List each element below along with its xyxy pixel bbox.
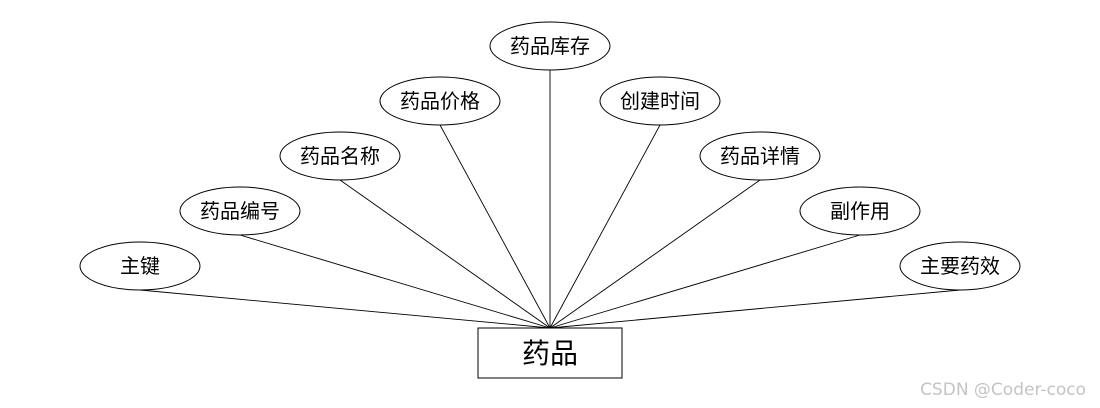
attribute-drug-name: 药品名称: [279, 131, 401, 181]
attribute-ellipse: [899, 241, 1021, 291]
attribute-label: 药品库存: [510, 34, 590, 58]
attribute-ellipse: [699, 131, 821, 181]
connector-line: [549, 179, 761, 329]
attribute-create-time: 创建时间: [599, 76, 721, 126]
attribute-label: 药品编号: [200, 199, 280, 223]
attribute-label: 主要药效: [920, 254, 1000, 278]
attribute-label: 主键: [120, 254, 160, 278]
attribute-drug-number: 药品编号: [179, 186, 301, 236]
connector-line: [339, 179, 551, 329]
entity-drug: 药品: [477, 327, 623, 379]
attribute-drug-stock: 药品库存: [489, 21, 611, 71]
attribute-label: 创建时间: [620, 89, 700, 113]
attribute-drug-price: 药品价格: [379, 76, 501, 126]
connector-line: [549, 234, 861, 329]
attribute-label: 药品详情: [720, 144, 800, 168]
attribute-label: 药品名称: [300, 144, 380, 168]
entity-box: [477, 327, 623, 379]
attribute-ellipse: [489, 21, 611, 71]
watermark: CSDN @Coder-coco: [920, 380, 1086, 400]
connector-line: [549, 289, 961, 329]
attribute-ellipse: [379, 76, 501, 126]
connector-line: [439, 124, 551, 329]
attribute-ellipse: [599, 76, 721, 126]
attribute-ellipse: [279, 131, 401, 181]
connector-line: [239, 234, 551, 329]
attribute-label: 药品价格: [400, 89, 480, 113]
attribute-label: 副作用: [830, 199, 890, 223]
attribute-drug-details: 药品详情: [699, 131, 821, 181]
attribute-primary-key: 主键: [79, 241, 201, 291]
connector-line: [139, 289, 551, 329]
attribute-ellipse: [79, 241, 201, 291]
connector-line: [549, 124, 661, 329]
attribute-ellipse: [799, 186, 921, 236]
connectors: [139, 70, 961, 329]
entity-label: 药品: [522, 337, 578, 370]
attribute-main-efficacy: 主要药效: [899, 241, 1021, 291]
attribute-ellipse: [179, 186, 301, 236]
attribute-side-effects: 副作用: [799, 186, 921, 236]
